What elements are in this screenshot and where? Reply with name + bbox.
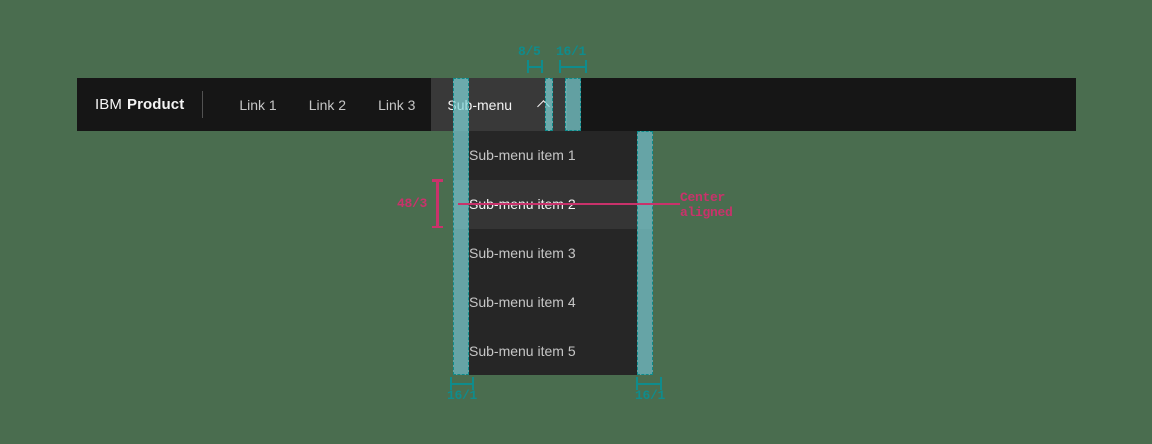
dimension-beam-trigger-right <box>559 60 587 73</box>
center-aligned-note-line1: Center <box>680 190 726 205</box>
beam-bar <box>559 66 587 68</box>
row-height-dimension-beam <box>432 179 443 228</box>
beam-cap-right <box>541 60 543 73</box>
submenu-dropdown: Sub-menu item 1 Sub-menu item 2 Sub-menu… <box>453 131 653 375</box>
submenu-item-1[interactable]: Sub-menu item 1 <box>469 147 576 164</box>
beam-bar <box>436 179 439 228</box>
brand-divider <box>202 91 204 118</box>
beam-bar <box>527 66 543 68</box>
spacing-label-trigger-right: 16/1 <box>556 44 587 59</box>
nav-link-3[interactable]: Link 3 <box>378 96 416 113</box>
dimension-beam-dropdown-right <box>636 377 662 390</box>
spacing-label-dropdown-left: 16/1 <box>447 388 478 403</box>
beam-cap-right <box>585 60 587 73</box>
submenu-trigger[interactable]: Sub-menu <box>431 78 568 131</box>
beam-bar <box>450 383 474 385</box>
top-navigation-bar: IBM Product Link 1 Link 2 Link 3 Sub-men… <box>77 78 1076 131</box>
brand-logo[interactable]: IBM Product <box>77 78 202 131</box>
spacing-label-trigger-left: 8/5 <box>518 44 541 59</box>
nav-links: Link 1 Link 2 Link 3 Sub-menu <box>223 78 568 131</box>
beam-cap-bottom <box>432 225 443 228</box>
submenu-item-5[interactable]: Sub-menu item 5 <box>469 342 576 359</box>
row-height-label: 48/3 <box>397 196 428 211</box>
beam-bar <box>636 383 662 385</box>
submenu-trigger-label: Sub-menu <box>447 96 513 113</box>
chevron-up-icon <box>538 98 551 111</box>
nav-link-1[interactable]: Link 1 <box>239 96 277 113</box>
beam-cap-right <box>472 377 474 390</box>
submenu-item-4[interactable]: Sub-menu item 4 <box>469 293 576 310</box>
dimension-beam-trigger-left <box>527 60 543 73</box>
dimension-beam-dropdown-left <box>450 377 474 390</box>
brand-name: Product <box>126 96 185 113</box>
spacing-label-dropdown-right: 16/1 <box>635 388 666 403</box>
center-aligned-note-line2: aligned <box>680 205 733 220</box>
submenu-item-3[interactable]: Sub-menu item 3 <box>469 244 576 261</box>
center-alignment-guide <box>458 203 680 205</box>
brand-prefix: IBM <box>95 96 122 113</box>
center-aligned-note: Center aligned <box>680 190 733 220</box>
beam-cap-right <box>660 377 662 390</box>
nav-link-2[interactable]: Link 2 <box>308 96 347 113</box>
